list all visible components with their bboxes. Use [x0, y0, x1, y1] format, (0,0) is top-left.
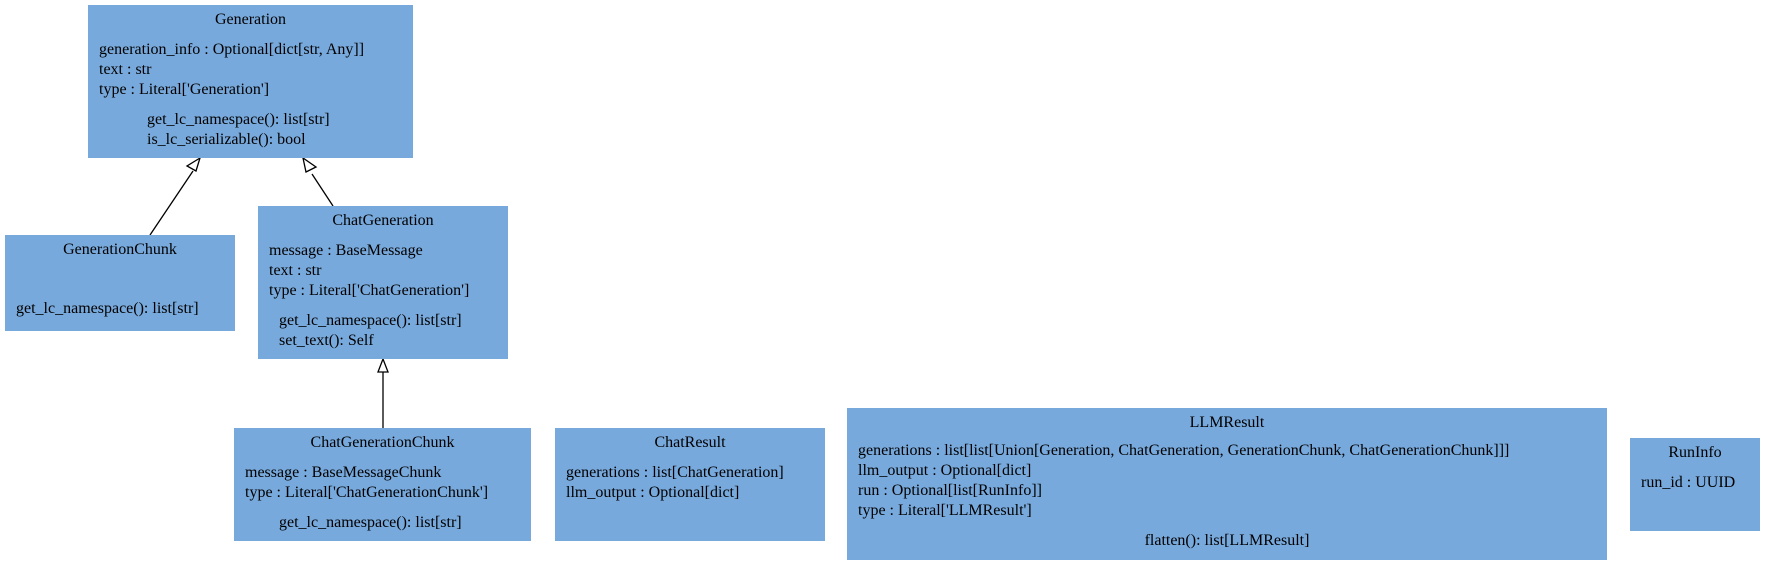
method: get_lc_namespace(): list[str]: [16, 300, 199, 317]
attribute: type : Literal['LLMResult']: [858, 502, 1032, 519]
attribute: type : Literal['Generation']: [99, 81, 270, 98]
method: get_lc_namespace(): list[str]: [279, 312, 462, 329]
method: get_lc_namespace(): list[str]: [147, 111, 330, 128]
class-chat-generation[interactable]: ChatGeneration message : BaseMessage tex…: [258, 206, 508, 359]
attribute: run_id : UUID: [1641, 474, 1736, 491]
methods: get_lc_namespace(): list[str]: [234, 513, 531, 533]
attributes: message : BaseMessage text : str type : …: [258, 241, 508, 301]
edge-chatgeneration-to-generation: [311, 173, 334, 207]
attribute: generations : list[list[Union[Generation…: [858, 442, 1510, 459]
attribute: llm_output : Optional[dict]: [858, 462, 1032, 479]
methods: get_lc_namespace(): list[str]: [5, 299, 235, 319]
attribute: llm_output : Optional[dict]: [566, 484, 740, 501]
attribute: type : Literal['ChatGeneration']: [269, 282, 470, 299]
attributes: generations : list[list[Union[Generation…: [847, 441, 1607, 521]
method: get_lc_namespace(): list[str]: [279, 514, 462, 531]
class-name: ChatGenerationChunk: [310, 434, 455, 451]
attributes: generation_info : Optional[dict[str, Any…: [88, 40, 413, 100]
class-name: LLMResult: [1189, 414, 1265, 431]
attribute: text : str: [269, 262, 322, 279]
methods: get_lc_namespace(): list[str] is_lc_seri…: [88, 110, 413, 150]
arrowhead-chatgeneration: [377, 357, 389, 373]
class-generation[interactable]: Generation generation_info : Optional[di…: [88, 5, 413, 158]
attributes: message : BaseMessageChunk type : Litera…: [234, 463, 531, 503]
method: is_lc_serializable(): bool: [147, 131, 306, 148]
attribute: run : Optional[list[RunInfo]]: [858, 482, 1042, 499]
class-name: ChatResult: [654, 434, 726, 451]
attribute: message : BaseMessageChunk: [245, 464, 442, 481]
attribute: generations : list[ChatGeneration]: [566, 464, 784, 481]
edge-generationchunk-to-generation: [149, 170, 194, 236]
attribute: message : BaseMessage: [269, 242, 423, 259]
attribute: type : Literal['ChatGenerationChunk']: [245, 484, 489, 501]
class-chat-generation-chunk[interactable]: ChatGenerationChunk message : BaseMessag…: [234, 428, 531, 541]
arrowhead-generation-left: [185, 156, 202, 172]
class-chat-result[interactable]: ChatResult generations : list[ChatGenera…: [555, 428, 825, 541]
arrowhead-generation-right: [302, 156, 318, 173]
class-run-info[interactable]: RunInfo run_id : UUID: [1630, 438, 1760, 531]
class-generation-chunk[interactable]: GenerationChunk get_lc_namespace(): list…: [5, 235, 235, 331]
class-name: GenerationChunk: [63, 241, 177, 258]
class-name: Generation: [214, 11, 287, 28]
class-name: ChatGeneration: [332, 212, 434, 229]
class-llm-result[interactable]: LLMResult generations : list[list[Union[…: [847, 408, 1607, 560]
method: flatten(): list[LLMResult]: [1144, 532, 1310, 549]
class-name: RunInfo: [1668, 444, 1722, 461]
attribute: generation_info : Optional[dict[str, Any…: [99, 41, 365, 58]
attribute: text : str: [99, 61, 152, 78]
methods: flatten(): list[LLMResult]: [847, 531, 1607, 551]
method: set_text(): Self: [279, 332, 374, 349]
methods: get_lc_namespace(): list[str] set_text()…: [258, 311, 508, 351]
attributes: run_id : UUID: [1630, 473, 1760, 493]
attributes: generations : list[ChatGeneration] llm_o…: [555, 463, 825, 503]
